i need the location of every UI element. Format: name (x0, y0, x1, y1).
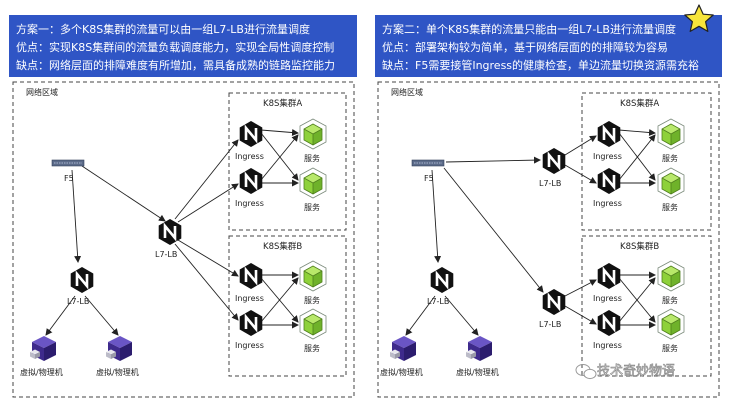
right-f5-label: F5 (424, 174, 434, 183)
right-l7lb-bottom-label: L7-LB (427, 297, 449, 306)
star-icon (684, 4, 714, 32)
right-panel: 方案二：单个K8S集群的流量只能由一组L7-LB进行流量调度 优点：部署架构较为… (375, 4, 722, 398)
right-vm-1-label: 虚拟/物理机 (380, 367, 423, 377)
right-vm-2-label: 虚拟/物理机 (456, 367, 499, 377)
left-l7lb-top-label: L7-LB (155, 250, 177, 259)
left-a-service-1-icon (299, 118, 327, 150)
left-a-ingress-1-icon (238, 119, 264, 149)
left-l7lb-bottom-icon (69, 265, 95, 295)
left-cluster-b (228, 235, 347, 377)
right-l7lb-right-icon (541, 287, 567, 317)
right-vm-2-icon (466, 336, 492, 361)
right-a-service-2-icon (657, 167, 685, 199)
left-header-box (9, 15, 357, 77)
left-f5-switch-icon (51, 159, 85, 167)
right-b-ingress-1-icon (596, 261, 622, 291)
left-b-service-2-label: 服务 (304, 343, 320, 353)
right-region-label: 网络区域 (391, 87, 423, 97)
left-header-line-1: 方案一：多个K8S集群的流量可以由一组L7-LB进行流量调度 (16, 22, 310, 36)
left-a-ingress-2-label: Ingress (235, 199, 264, 208)
right-arrows (405, 129, 656, 336)
right-header-box (375, 15, 722, 77)
left-panel: 方案一：多个K8S集群的流量可以由一组L7-LB进行流量调度 优点：实现K8S集… (9, 15, 357, 398)
left-a-service-1-label: 服务 (304, 153, 320, 163)
left-a-service-2-label: 服务 (304, 202, 320, 212)
left-network-region (12, 81, 355, 398)
left-vm-1-label: 虚拟/物理机 (20, 367, 63, 377)
right-a-ingress-1-label: Ingress (593, 152, 622, 161)
right-l7lb-top-icon (541, 146, 567, 176)
left-l7lb-top-icon (157, 217, 183, 247)
watermark-text: 技术奇妙物语 (597, 363, 675, 379)
right-network-region (377, 81, 720, 398)
left-b-service-1-icon (299, 260, 327, 292)
right-l7lb-bottom-icon (429, 265, 455, 295)
right-a-service-1-label: 服务 (662, 153, 678, 163)
right-f5-switch-icon (411, 159, 445, 167)
right-vm-1-icon (390, 336, 416, 361)
wechat-icon (575, 364, 597, 380)
right-a-ingress-1-icon (596, 119, 622, 149)
right-b-service-2-icon (657, 308, 685, 340)
left-cluster-a (228, 92, 347, 231)
left-a-ingress-1-label: Ingress (235, 152, 264, 161)
right-a-service-1-icon (657, 118, 685, 150)
left-vm-1-icon (30, 336, 56, 361)
right-b-ingress-1-label: Ingress (593, 294, 622, 303)
right-b-service-1-icon (657, 260, 685, 292)
right-a-ingress-2-label: Ingress (593, 199, 622, 208)
right-a-service-2-label: 服务 (662, 202, 678, 212)
right-cluster-b (581, 235, 712, 377)
left-b-ingress-1-icon (238, 261, 264, 291)
right-header-line-3: 缺点：F5需要接管Ingress的健康检查，单边流量切换资源需充裕 (382, 58, 699, 72)
left-b-ingress-2-icon (238, 308, 264, 338)
left-region-label: 网络区域 (26, 87, 58, 97)
left-b-ingress-2-label: Ingress (235, 341, 264, 350)
left-b-ingress-1-label: Ingress (235, 294, 264, 303)
right-a-ingress-2-icon (596, 166, 622, 196)
left-a-service-2-icon (299, 167, 327, 199)
watermark: 技术奇妙物语 (575, 363, 675, 380)
left-header-line-2: 优点：实现K8S集群间的流量负载调度能力，实现全局性调度控制 (16, 40, 334, 54)
right-b-ingress-2-label: Ingress (593, 341, 622, 350)
right-l7lb-right-label: L7-LB (539, 320, 561, 329)
left-a-ingress-2-icon (238, 166, 264, 196)
left-f5-label: F5 (64, 174, 74, 183)
right-header-line-1: 方案二：单个K8S集群的流量只能由一组L7-LB进行流量调度 (382, 22, 676, 36)
right-cluster-a (581, 92, 712, 231)
left-b-service-2-icon (299, 308, 327, 340)
right-header-line-2: 优点：部署架构较为简单，基于网络层面的的排障较为容易 (382, 40, 668, 54)
left-vm-2-icon (106, 336, 132, 361)
right-b-ingress-2-icon (596, 308, 622, 338)
left-cluster-a-label: K8S集群A (263, 98, 302, 109)
left-cluster-b-label: K8S集群B (263, 241, 302, 252)
right-b-service-2-label: 服务 (662, 343, 678, 353)
right-l7lb-top-label: L7-LB (539, 179, 561, 188)
left-l7lb-bottom-label: L7-LB (67, 297, 89, 306)
right-cluster-a-label: K8S集群A (620, 98, 659, 109)
left-header-line-3: 缺点：网络层面的排障难度有所增加，需具备成熟的链路监控能力 (16, 58, 335, 72)
left-vm-2-label: 虚拟/物理机 (96, 367, 139, 377)
left-arrows (45, 129, 299, 336)
left-b-service-1-label: 服务 (304, 295, 320, 305)
right-cluster-b-label: K8S集群B (620, 241, 659, 252)
right-b-service-1-label: 服务 (662, 295, 678, 305)
